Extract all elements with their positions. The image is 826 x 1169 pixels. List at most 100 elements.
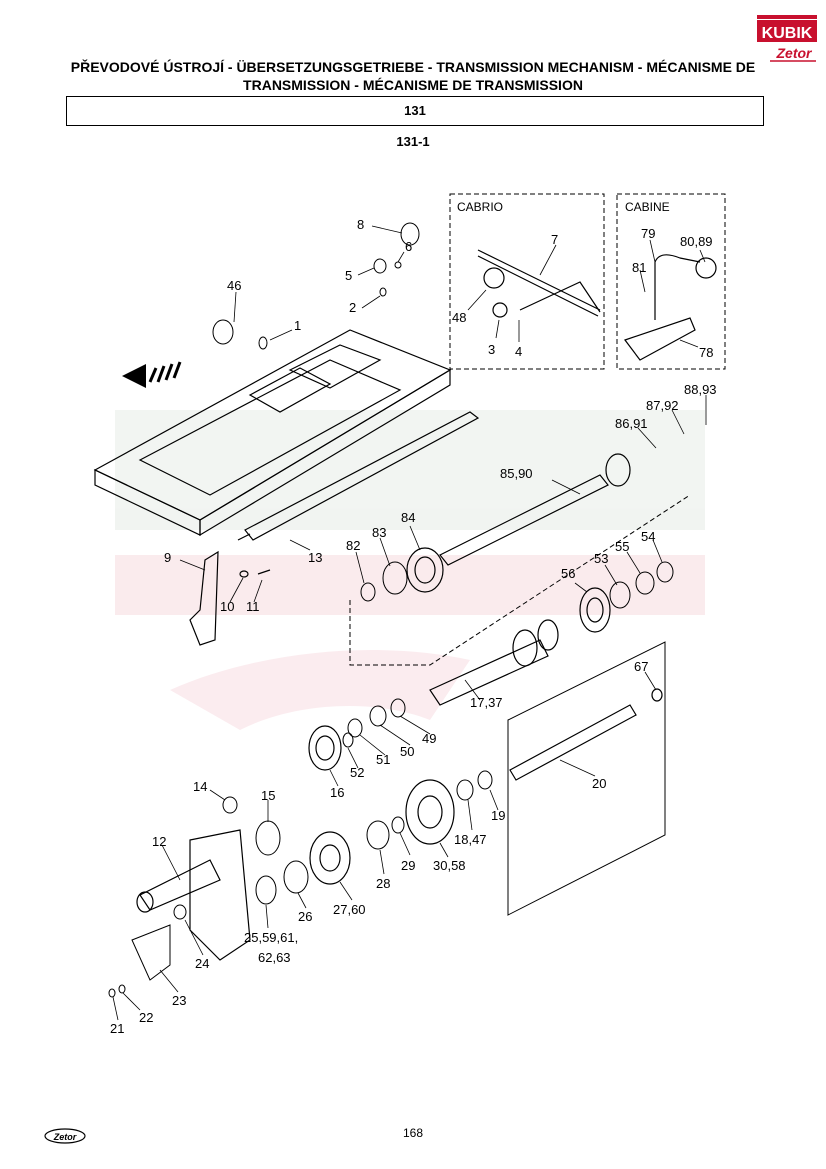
- title-line-2: TRANSMISSION - MÉCANISME DE TRANSMISSION: [243, 77, 583, 93]
- screw-2: [379, 287, 387, 297]
- kubik-zetor-logo: KUBIK Zetor: [757, 15, 817, 62]
- switch-46: [212, 319, 234, 345]
- pin-24: [173, 904, 187, 920]
- callout-83: 83: [372, 525, 386, 540]
- footer-logo-text: Zetor: [53, 1132, 77, 1142]
- ring-53: [609, 581, 631, 609]
- gear-30-58: [405, 779, 455, 845]
- assembly-bracket: [349, 494, 691, 666]
- callout-16: 16: [330, 785, 344, 800]
- cabrio-label: CABRIO: [457, 200, 503, 214]
- logo-sub: Zetor: [776, 45, 814, 61]
- shaft-85-90: [439, 453, 631, 566]
- ring-25: [255, 875, 277, 905]
- ring-6: [394, 261, 402, 269]
- callout-30-58: 30,58: [433, 858, 466, 873]
- callout-12: 12: [152, 834, 166, 849]
- callout-1: 1: [294, 318, 301, 333]
- leader-lines: [112, 225, 707, 1021]
- callout-6: 6: [405, 239, 412, 254]
- bearing-50: [369, 705, 387, 727]
- bearing-84: [406, 547, 444, 593]
- ring-55: [635, 571, 655, 595]
- callout-53: 53: [594, 551, 608, 566]
- shaft-17-37: [429, 619, 559, 706]
- callout-25-59-61: 25,59,61,: [244, 930, 298, 945]
- ring-51: [347, 718, 363, 738]
- ring-19: [477, 770, 493, 790]
- ring-82: [360, 582, 376, 602]
- plug-14: [222, 796, 238, 814]
- callout-26: 26: [298, 909, 312, 924]
- callout-13: 13: [308, 550, 322, 565]
- plug-1: [258, 336, 268, 350]
- callout-86-91: 86,91: [615, 416, 648, 431]
- shift-rail: [237, 411, 480, 541]
- title-line-1: PŘEVODOVÉ ÚSTROJÍ - ÜBERSETZUNGSGETRIEBE…: [70, 59, 756, 75]
- page-title: PŘEVODOVÉ ÚSTROJÍ - ÜBERSETZUNGSGETRIEBE…: [40, 58, 786, 94]
- flange-56: [579, 587, 611, 633]
- kubik-zetor-watermark: [115, 410, 705, 730]
- switch-8: [400, 222, 420, 246]
- callout-52: 52: [350, 765, 364, 780]
- callout-10: 10: [220, 599, 234, 614]
- callout-50: 50: [400, 744, 414, 759]
- callout-49: 49: [422, 731, 436, 746]
- cabine-inset-box: [616, 193, 726, 370]
- callout-81: 81: [632, 260, 646, 275]
- seal-15: [255, 820, 281, 856]
- ring-52: [342, 732, 354, 748]
- callout-labels: 8 6 5 2 46 1 7 48 3 4 79 80,89 81 78 88,…: [110, 217, 717, 1036]
- bearing-26: [283, 860, 309, 894]
- gear-16: [308, 725, 342, 771]
- callout-8: 8: [357, 217, 364, 232]
- callout-54: 54: [641, 529, 655, 544]
- callout-3: 3: [488, 342, 495, 357]
- callout-5: 5: [345, 268, 352, 283]
- callout-67: 67: [634, 659, 648, 674]
- callout-24: 24: [195, 956, 209, 971]
- cabrio-inset-box: [449, 193, 605, 370]
- zetor-footer-logo: Zetor: [44, 1128, 86, 1144]
- cabine-label: CABINE: [625, 200, 670, 214]
- cabrio-lever: [477, 249, 601, 318]
- logo-text: KUBIK: [762, 25, 813, 42]
- callout-82: 82: [346, 538, 360, 553]
- section-number: 131: [66, 96, 764, 126]
- ring-83: [382, 561, 408, 595]
- callout-15: 15: [261, 788, 275, 803]
- part-5: [373, 258, 387, 274]
- gear-27-60: [309, 831, 351, 885]
- callout-55: 55: [615, 539, 629, 554]
- ring-49: [390, 698, 406, 718]
- ring-29: [391, 816, 405, 834]
- callout-18-47: 18,47: [454, 832, 487, 847]
- callout-85-90: 85,90: [500, 466, 533, 481]
- callout-48: 48: [452, 310, 466, 325]
- callout-27-60: 27,60: [333, 902, 366, 917]
- callout-2: 2: [349, 300, 356, 315]
- callout-17-37: 17,37: [470, 695, 503, 710]
- shaft-20-box: [507, 641, 666, 916]
- callout-84: 84: [401, 510, 415, 525]
- shaft-20: [509, 688, 663, 781]
- direction-arrow-icon: [122, 361, 182, 388]
- callout-20: 20: [592, 776, 606, 791]
- callout-4: 4: [515, 344, 522, 359]
- callout-14: 14: [193, 779, 207, 794]
- callout-79: 79: [641, 226, 655, 241]
- callout-46: 46: [227, 278, 241, 293]
- callout-23: 23: [172, 993, 186, 1008]
- callout-28: 28: [376, 876, 390, 891]
- nut-21: [108, 988, 116, 998]
- ring-54: [656, 561, 674, 583]
- callout-56: 56: [561, 566, 575, 581]
- callout-11: 11: [246, 599, 260, 614]
- bearing-28: [366, 820, 390, 850]
- callout-80-89: 80,89: [680, 234, 713, 249]
- callout-88-93: 88,93: [684, 382, 717, 397]
- subsection-number: 131-1: [396, 134, 430, 149]
- page-number: 168: [402, 1126, 424, 1140]
- callout-22: 22: [139, 1010, 153, 1025]
